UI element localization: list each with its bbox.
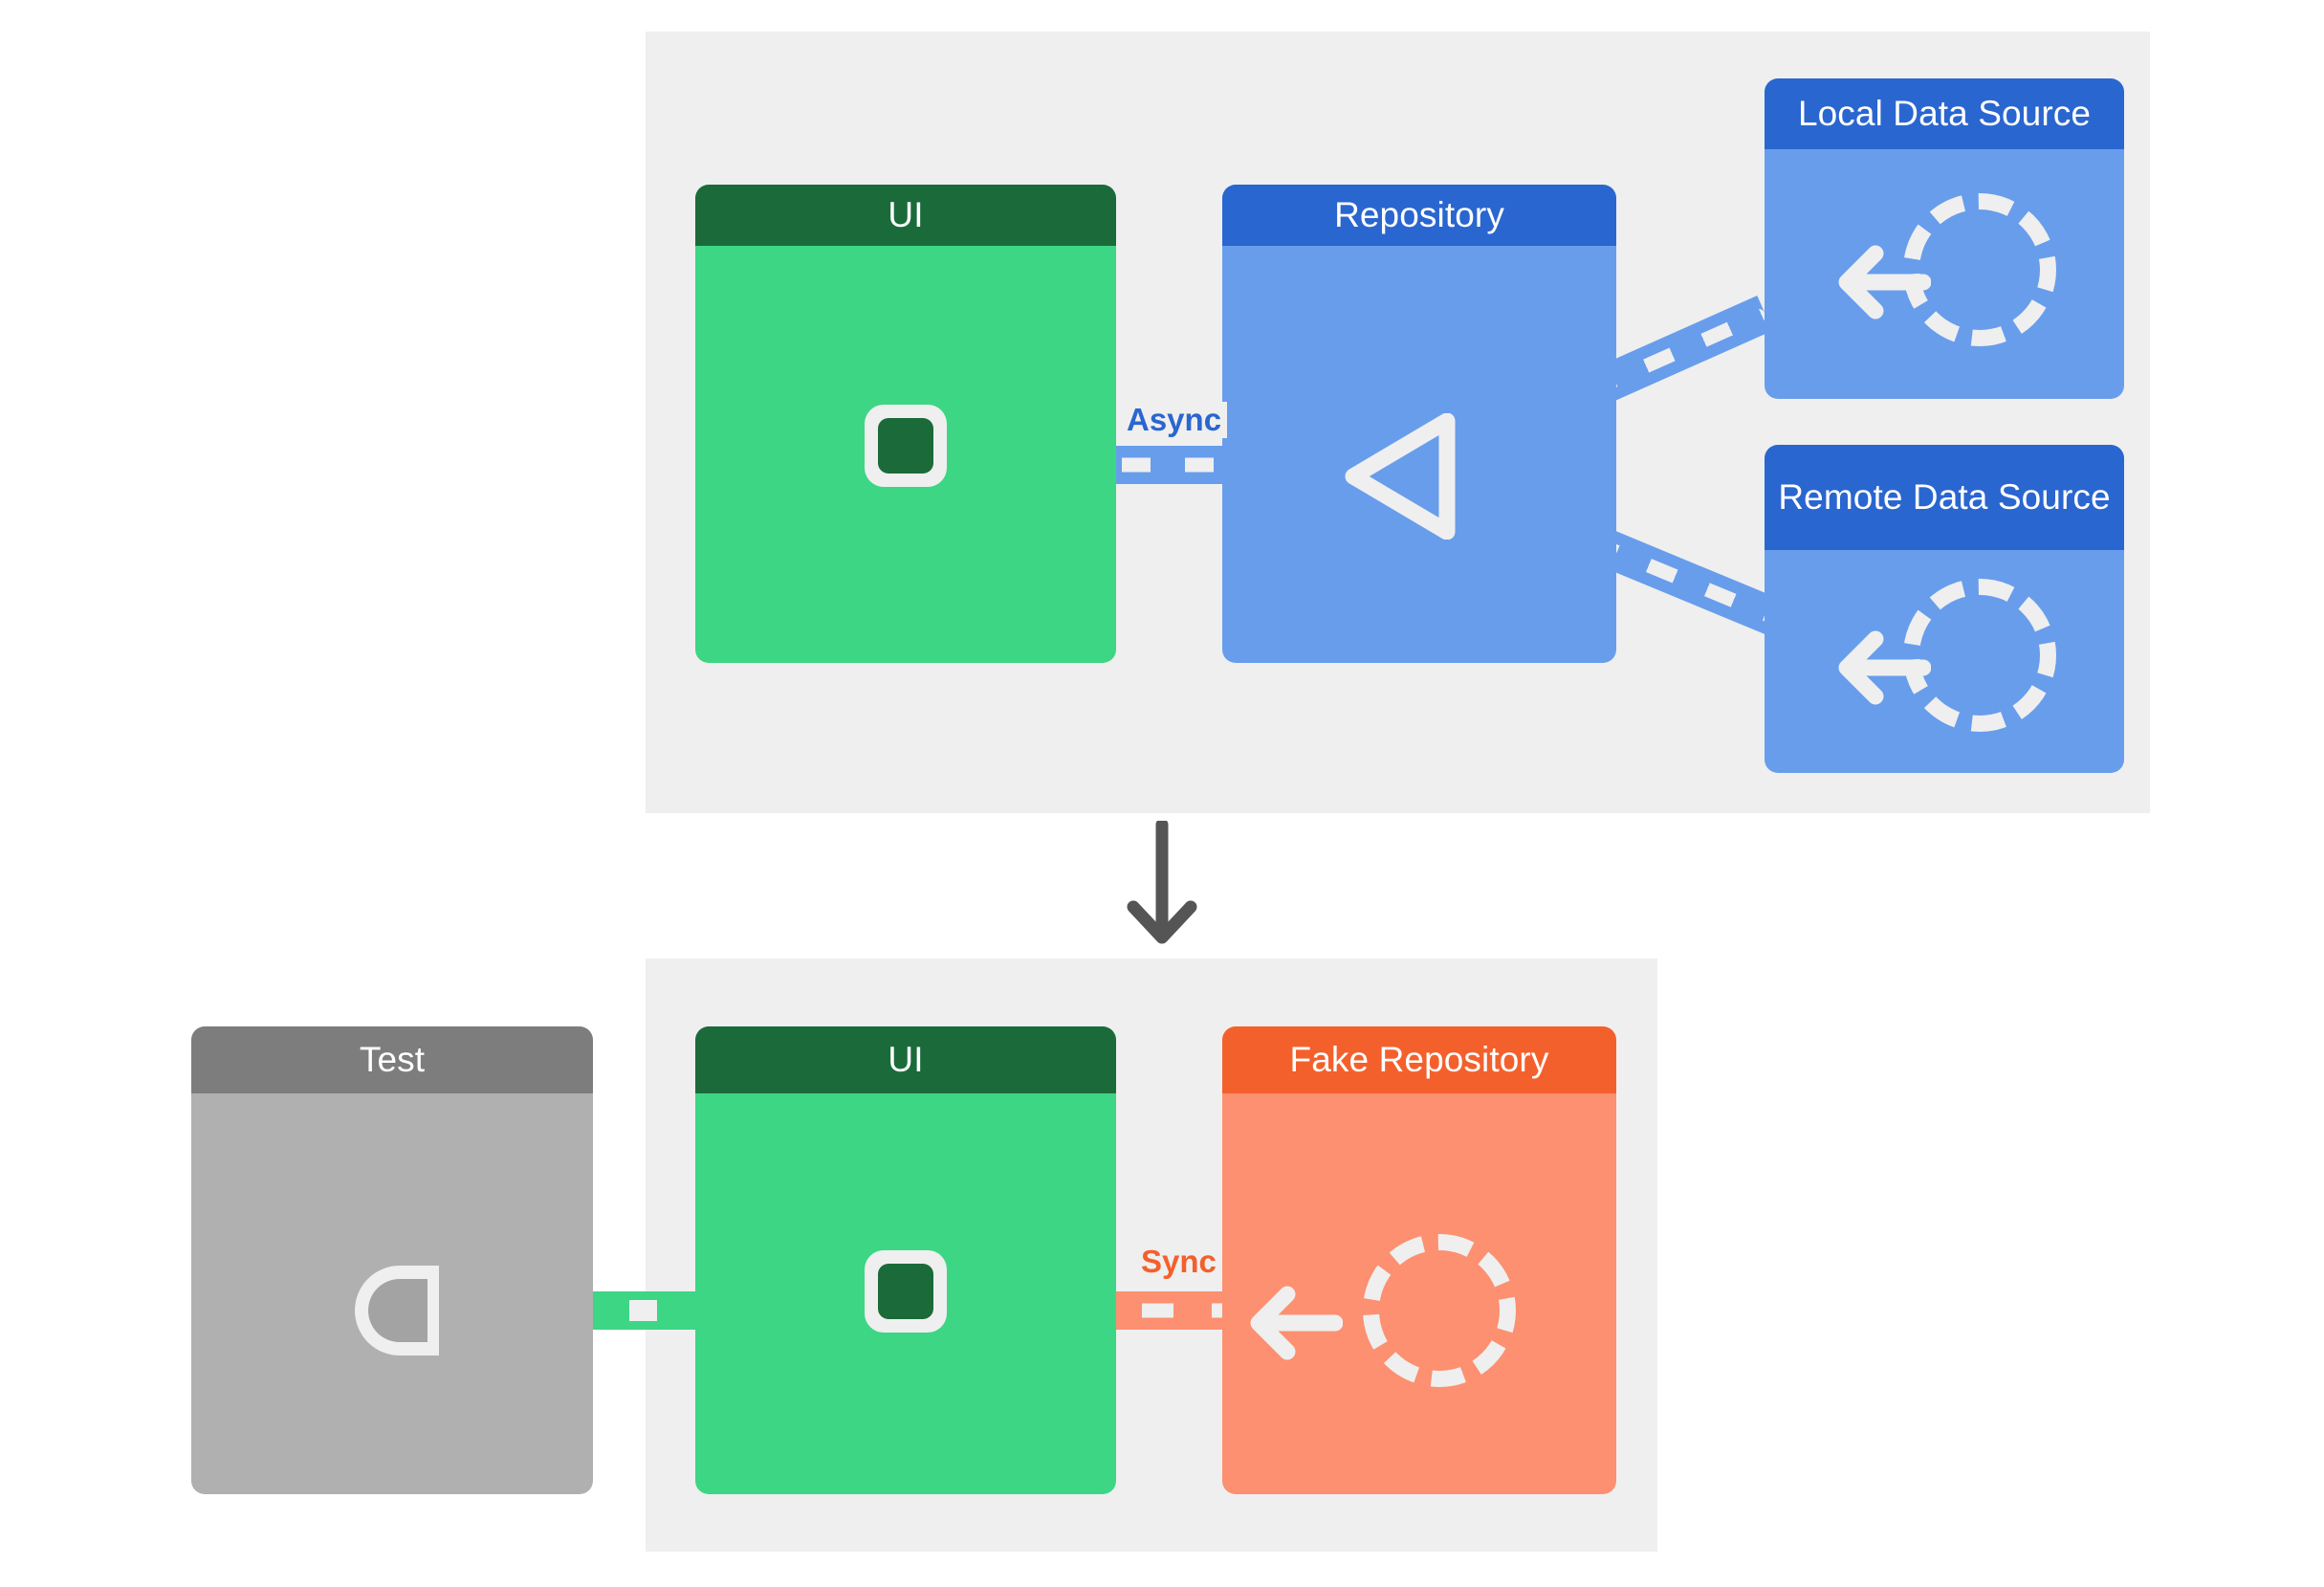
card-test[interactable]: Test	[191, 1026, 593, 1494]
square-port-icon	[865, 1250, 947, 1333]
inbound-arrow-icon	[1831, 241, 1932, 328]
socket-core	[368, 1279, 428, 1342]
edge-label-sync: Sync	[1135, 1244, 1222, 1280]
inbound-arrow-icon	[1243, 1282, 1344, 1369]
dashed-circle-icon	[1363, 1234, 1516, 1387]
merge-triangle-icon	[1344, 412, 1457, 544]
socket-d-icon	[355, 1266, 439, 1356]
card-title: UI	[695, 1026, 1116, 1093]
card-body	[1222, 246, 1616, 663]
card-title: Local Data Source	[1765, 78, 2124, 149]
square-port-icon	[865, 405, 947, 487]
card-ui-async[interactable]: UI	[695, 185, 1116, 663]
edge-label-async: Async	[1121, 402, 1228, 438]
card-title: Repository	[1222, 185, 1616, 246]
port-core	[878, 1264, 933, 1319]
down-arrow-icon	[1124, 818, 1200, 958]
card-title: Remote Data Source	[1765, 445, 2124, 550]
inbound-arrow-icon	[1831, 627, 1932, 714]
card-title: Test	[191, 1026, 593, 1093]
card-title: UI	[695, 185, 1116, 246]
port-core	[878, 418, 933, 474]
card-repository[interactable]: Repository	[1222, 185, 1616, 663]
card-title: Fake Repository	[1222, 1026, 1616, 1093]
